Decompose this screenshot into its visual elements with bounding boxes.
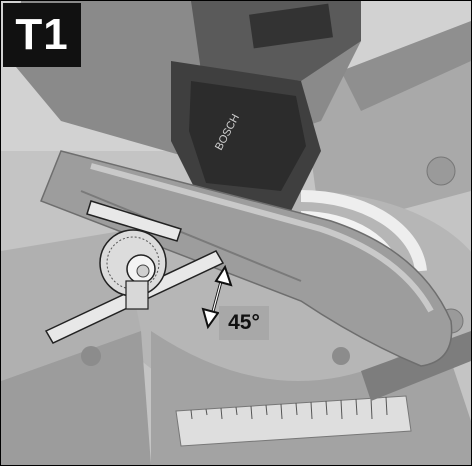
upper-guard-panel [301, 41, 471, 231]
guard-edge [341, 21, 471, 111]
figure-badge: T1 [3, 3, 81, 67]
left-base [1, 331, 151, 465]
angle-label: 45° [219, 306, 269, 340]
angle-arrow [201, 264, 233, 330]
miter-scale [175, 395, 412, 447]
protractor-gauge [44, 200, 225, 344]
